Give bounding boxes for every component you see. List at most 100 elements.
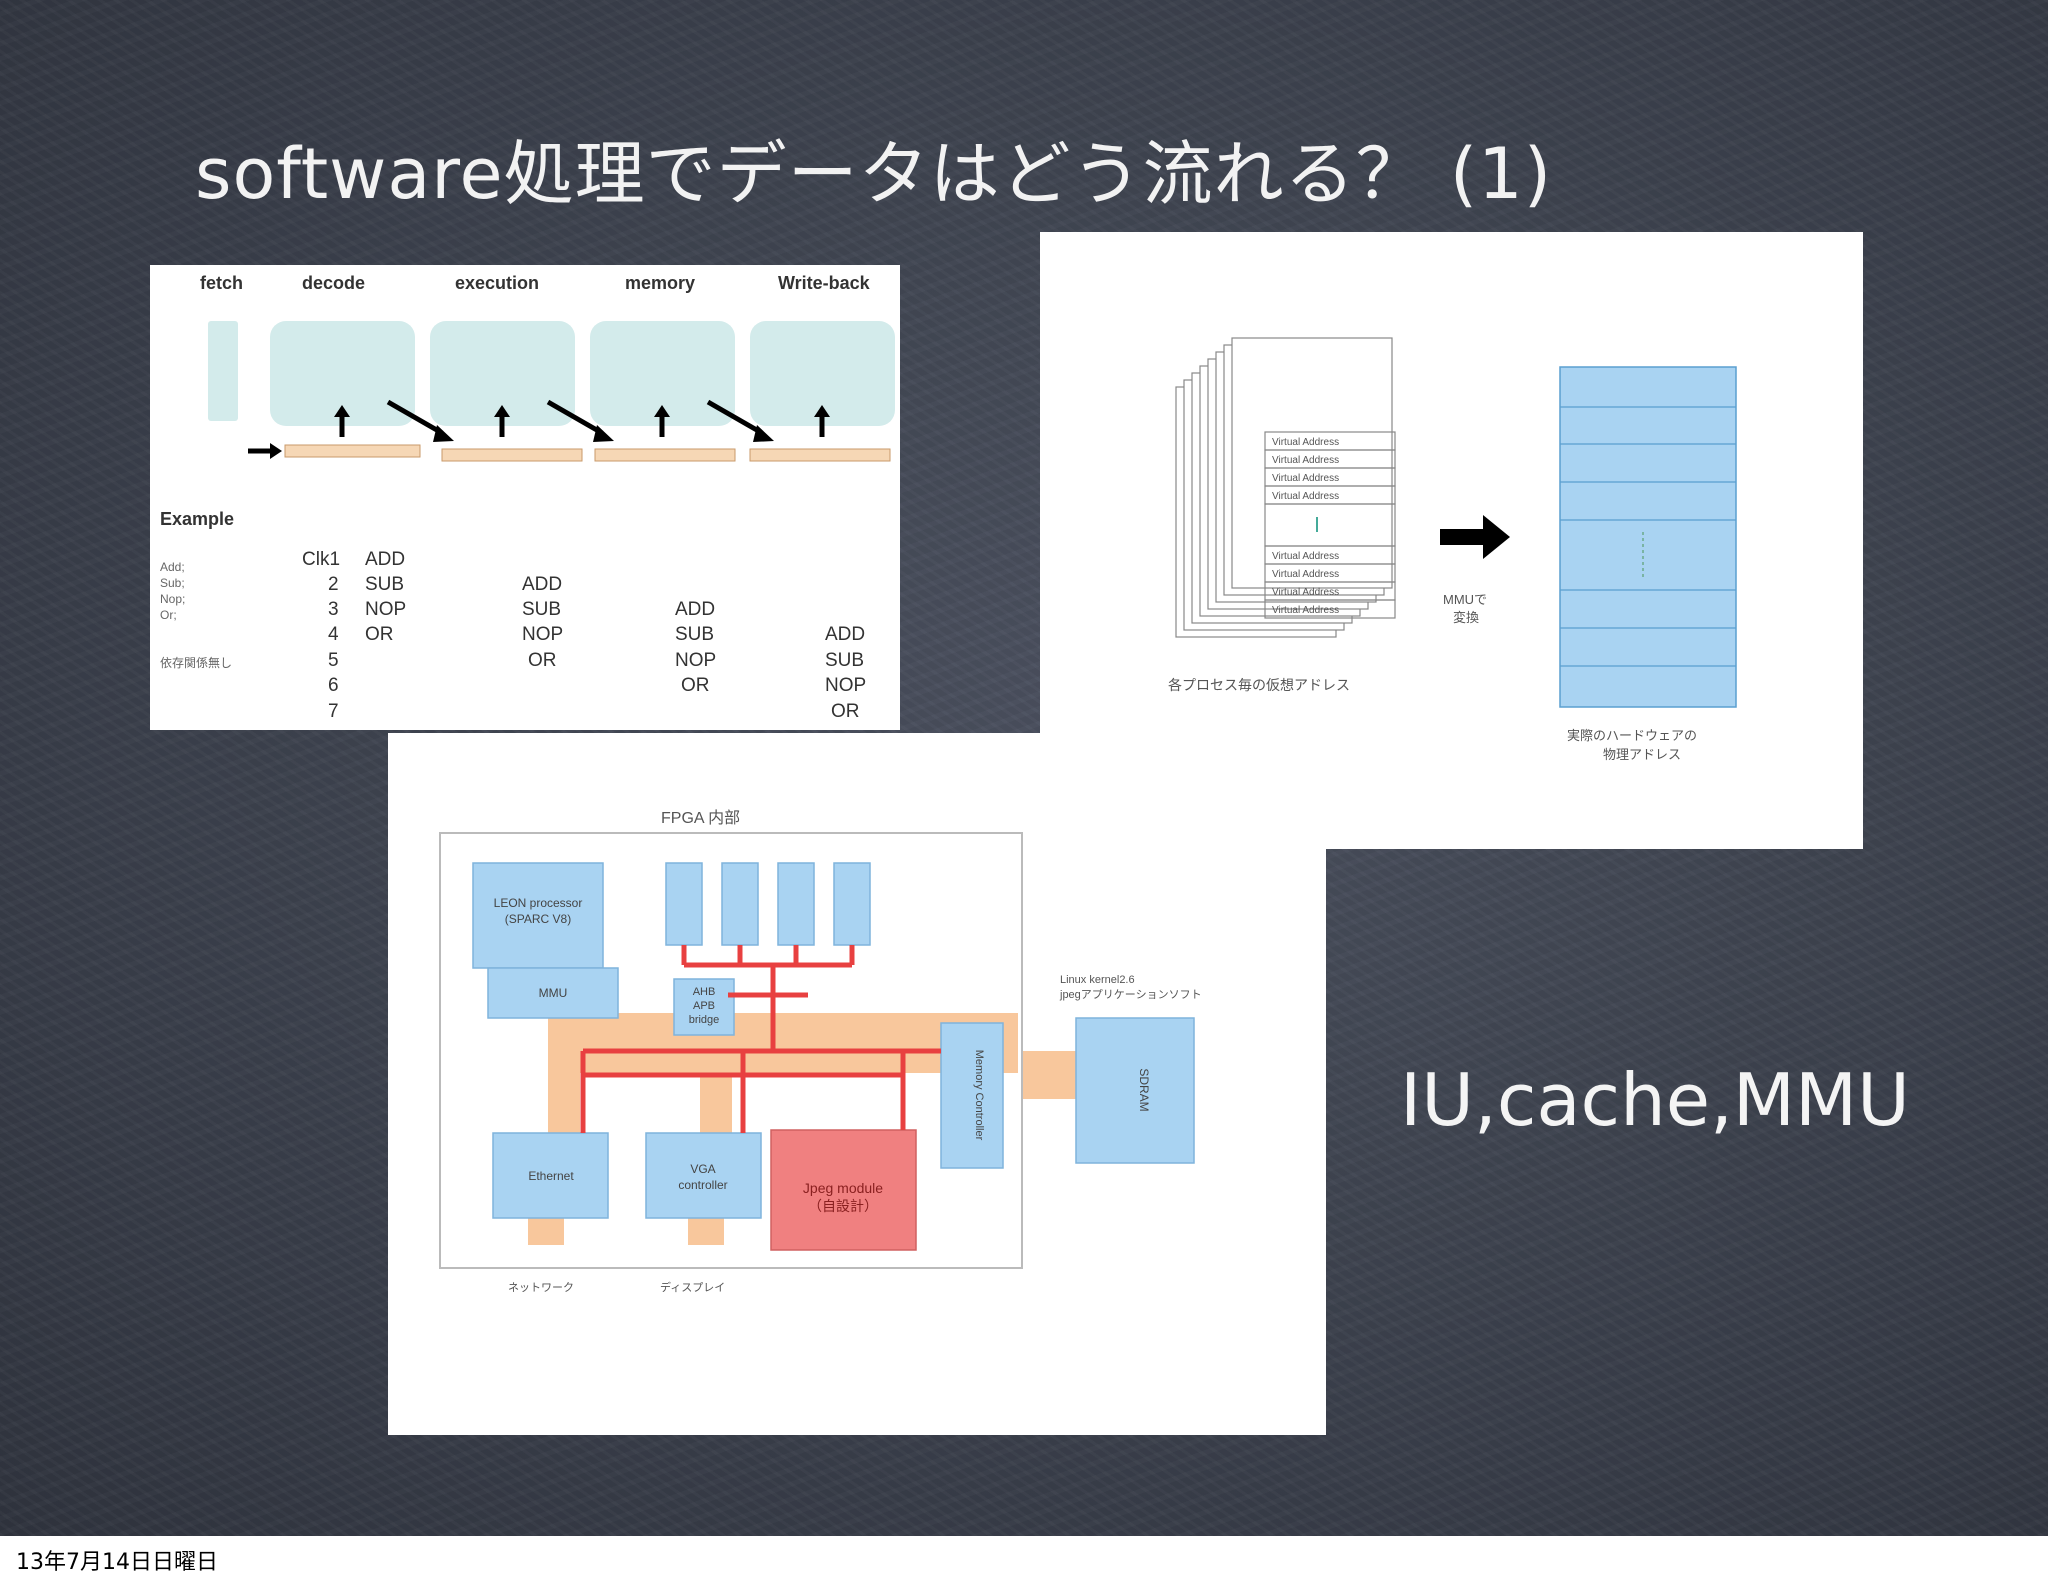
peripheral-box-1 bbox=[665, 862, 703, 946]
example-label: Example bbox=[160, 509, 234, 529]
svg-text:Virtual Address: Virtual Address bbox=[1272, 455, 1339, 466]
svg-text:Virtual Address: Virtual Address bbox=[1272, 437, 1339, 448]
mmu-box bbox=[487, 967, 619, 1019]
side-label: IU,cache,MMU bbox=[1400, 1058, 1910, 1142]
svg-text:Nop;: Nop; bbox=[160, 592, 185, 606]
sdram-label: SDRAM bbox=[1137, 1068, 1151, 1111]
linux-label-2: jpegアプリケーションソフト bbox=[1059, 988, 1202, 1001]
linux-label-1: Linux kernel2.6 bbox=[1060, 974, 1135, 986]
svg-text:NOP: NOP bbox=[522, 624, 563, 645]
virtual-address-labels: Virtual Address Virtual Address Virtual … bbox=[1272, 437, 1339, 616]
writeback-column: ADD SUB NOP OR bbox=[825, 624, 866, 722]
svg-text:SUB: SUB bbox=[365, 574, 404, 595]
mmu-caption-2: 変換 bbox=[1453, 610, 1479, 625]
network-label: ネットワーク bbox=[508, 1281, 574, 1294]
svg-text:NOP: NOP bbox=[825, 675, 866, 696]
peripheral-box-3 bbox=[777, 862, 815, 946]
svg-text:Virtual Address: Virtual Address bbox=[1272, 491, 1339, 502]
svg-text:3: 3 bbox=[328, 599, 339, 620]
svg-text:ADD: ADD bbox=[825, 624, 865, 645]
pipeline-registers bbox=[284, 444, 891, 462]
svg-text:SUB: SUB bbox=[825, 650, 864, 671]
physical-address-column bbox=[1559, 366, 1737, 708]
instruction-list: Add; Sub; Nop; Or; 依存関係無し bbox=[160, 560, 232, 670]
memory-controller-box bbox=[940, 1022, 1004, 1169]
svg-text:Sub;: Sub; bbox=[160, 576, 185, 590]
leon-label: LEON processor bbox=[494, 896, 583, 910]
ethernet-label: Ethernet bbox=[528, 1169, 574, 1183]
svg-text:ADD: ADD bbox=[522, 574, 562, 595]
leon-processor-box bbox=[472, 862, 604, 969]
fpga-diagram: FPGA 内部 bbox=[439, 809, 1202, 1294]
svg-text:Add;: Add; bbox=[160, 560, 185, 574]
svg-text:NOP: NOP bbox=[675, 650, 716, 671]
stage-box-writeback bbox=[750, 321, 895, 426]
stage-box-memory bbox=[590, 321, 735, 426]
svg-text:OR: OR bbox=[365, 624, 394, 645]
pa-caption-1: 実際のハードウェアの bbox=[1567, 728, 1697, 743]
bridge-label-1: AHB bbox=[693, 986, 716, 998]
ethernet-box bbox=[492, 1132, 609, 1219]
slide-background: software処理でデータはどう流れる？ (1) fetch decode e… bbox=[0, 0, 2048, 1536]
bridge-label-2: APB bbox=[693, 1000, 715, 1012]
svg-text:7: 7 bbox=[328, 701, 339, 722]
fpga-boundary bbox=[439, 832, 1023, 1269]
execution-column: ADD SUB NOP OR bbox=[522, 574, 563, 671]
stage-label-writeback: Write-back bbox=[778, 273, 871, 293]
svg-text:Virtual Address: Virtual Address bbox=[1272, 551, 1339, 562]
svg-text:Virtual Address: Virtual Address bbox=[1272, 587, 1339, 598]
display-label: ディスプレイ bbox=[660, 1280, 725, 1294]
stage-box-execution bbox=[430, 321, 575, 426]
fpga-figure: FPGA 内部 bbox=[388, 733, 1326, 1435]
stage-label-fetch: fetch bbox=[200, 273, 243, 293]
svg-text:Or;: Or; bbox=[160, 608, 177, 622]
svg-text:Clk1: Clk1 bbox=[302, 549, 340, 570]
mmu-label: MMU bbox=[539, 986, 568, 1000]
slide-title: software処理でデータはどう流れる？ (1) bbox=[195, 133, 1553, 215]
sdram-box bbox=[1075, 1017, 1195, 1164]
svg-text:5: 5 bbox=[328, 650, 339, 671]
footer-date: 13年7月14日日曜日 bbox=[16, 1550, 218, 1575]
svg-text:SUB: SUB bbox=[522, 599, 561, 620]
vga-controller-box bbox=[645, 1132, 762, 1219]
stage-label-execution: execution bbox=[455, 273, 539, 293]
svg-text:OR: OR bbox=[528, 650, 557, 671]
mmu-diagram: Virtual Address Virtual Address Virtual … bbox=[1168, 337, 1737, 762]
va-caption: 各プロセス毎の仮想アドレス bbox=[1168, 677, 1350, 693]
jpeg-label-1: Jpeg module bbox=[803, 1180, 883, 1196]
svg-text:Virtual Address: Virtual Address bbox=[1272, 569, 1339, 580]
svg-text:OR: OR bbox=[681, 675, 710, 696]
svg-text:依存関係無し: 依存関係無し bbox=[160, 655, 232, 670]
svg-text:ADD: ADD bbox=[365, 549, 405, 570]
leon-sublabel: (SPARC V8) bbox=[505, 912, 571, 926]
memory-column: ADD SUB NOP OR bbox=[675, 599, 716, 696]
stage-label-memory: memory bbox=[625, 273, 695, 293]
svg-text:4: 4 bbox=[328, 624, 339, 645]
pa-caption-2: 物理アドレス bbox=[1603, 747, 1681, 762]
peripheral-box-2 bbox=[721, 862, 759, 946]
jpeg-module-box bbox=[770, 1129, 917, 1251]
mmu-caption-1: MMUで bbox=[1443, 592, 1487, 607]
clock-column: Clk1 2 3 4 5 6 7 bbox=[302, 549, 340, 722]
footer-bar bbox=[0, 1536, 2048, 1576]
jpeg-label-2: （自設計） bbox=[808, 1198, 878, 1214]
memory-controller-label: Memory Controller bbox=[973, 1050, 985, 1141]
stage-box-fetch bbox=[208, 321, 238, 421]
stage-box-decode bbox=[270, 321, 415, 426]
svg-text:SUB: SUB bbox=[675, 624, 714, 645]
svg-text:6: 6 bbox=[328, 675, 339, 696]
pipeline-diagram: fetch decode execution memory Write-back bbox=[160, 273, 895, 722]
vga-label-2: controller bbox=[678, 1178, 727, 1192]
svg-text:2: 2 bbox=[328, 574, 339, 595]
red-bus bbox=[580, 945, 941, 1133]
pipeline-figure: fetch decode execution memory Write-back bbox=[150, 265, 900, 730]
bridge-label-3: bridge bbox=[689, 1014, 720, 1026]
svg-text:ADD: ADD bbox=[675, 599, 715, 620]
svg-text:OR: OR bbox=[831, 701, 860, 722]
virtual-address-stack bbox=[1175, 337, 1396, 638]
mmu-arrow-icon bbox=[1440, 515, 1510, 559]
svg-text:Virtual Address: Virtual Address bbox=[1272, 605, 1339, 616]
svg-text:NOP: NOP bbox=[365, 599, 406, 620]
vga-label-1: VGA bbox=[690, 1162, 715, 1176]
pipeline-arrows bbox=[248, 399, 830, 459]
